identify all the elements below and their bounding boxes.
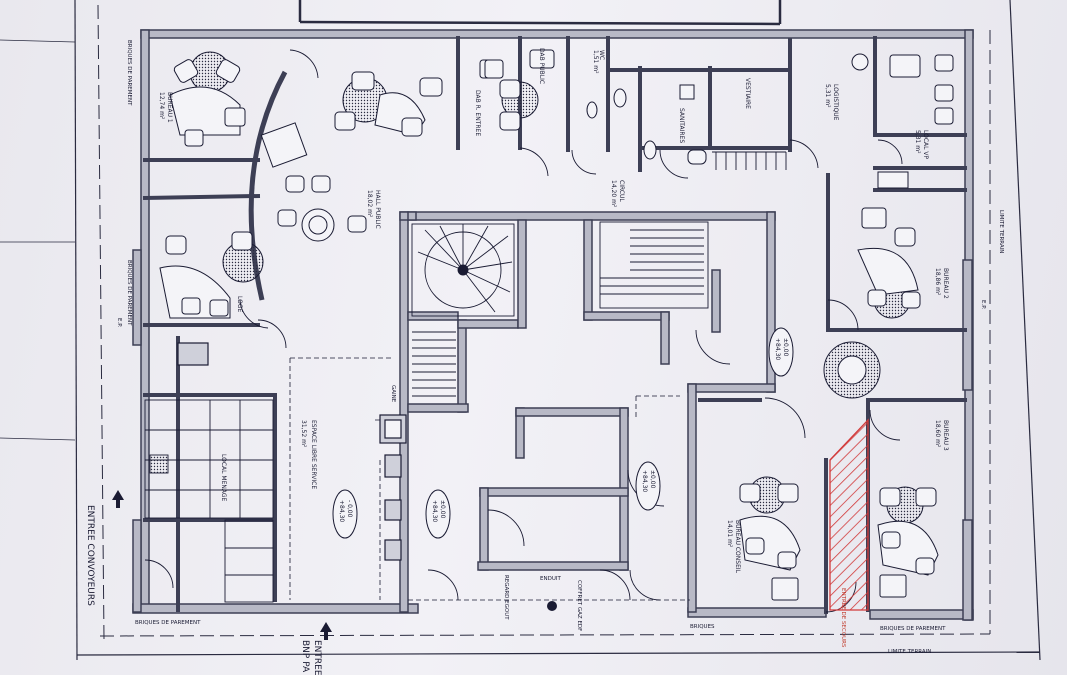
emergency-exit-hatch (829, 418, 869, 611)
level-l2-top: ±0,00 (439, 500, 446, 519)
cabinets (177, 342, 407, 561)
site-lines (0, 0, 1041, 661)
level-l2-bottom: +84,30 (431, 500, 438, 522)
label-enduit: ENDUIT (540, 576, 561, 582)
label-bnp: BNP PA (300, 640, 310, 673)
label-entree-secours: ENTREE DE SECOURS (840, 588, 846, 648)
label-bureau3: BUREAU 3 (942, 420, 949, 451)
label-local-vp: LOCAL VP (922, 130, 929, 160)
area-local-vp: 5,31 m² (914, 130, 921, 154)
workstation-bureau1 (169, 51, 246, 147)
area-logistique: 5,31 m² (824, 84, 831, 108)
area-hall-public: 18,02 m² (366, 190, 373, 218)
core-walls (399, 211, 776, 613)
label-dab-public: DAB PUBLIC (538, 48, 545, 84)
area-circul: 14,20 m² (610, 180, 617, 208)
label-circul: CIRCUL (618, 180, 625, 202)
label-loge: LOGE (236, 296, 243, 313)
arrow-entree-convoyeurs (112, 490, 124, 508)
workstation-hall (260, 71, 443, 242)
dashed-service-line (289, 357, 690, 601)
entrance-labels: ENTREE CONVOYEURS ENTREE BNP PA (85, 505, 322, 675)
label-coffret-gaz: COFFRET GAZ EDF (576, 580, 582, 631)
arrow-entree-public (320, 622, 332, 640)
straight-stair (412, 151, 787, 397)
workstation-bureau-conseil (739, 476, 801, 601)
label-briques-bottom-left: BRIQUES DE PAREMENT (135, 620, 201, 626)
label-entree-public: ENTREE (312, 640, 322, 675)
level-markers: - 0,00 +84,30 ±0,00 +84,30 ±0,00 +84,30 … (332, 327, 794, 539)
area-espace-libre-service: 31,52 m² (300, 420, 307, 448)
label-briques-bottom-mid: BRIQUES (690, 624, 715, 630)
exterior-walls (132, 29, 974, 621)
label-entree-convoyeurs: ENTREE CONVOYEURS (85, 505, 95, 606)
level-l3-bottom: +84,30 (641, 470, 648, 492)
room-labels: BUREAU 1 12,74 m² LOGE HALL PUBLIC 18,02… (158, 48, 949, 574)
regard-egout-symbol (547, 601, 557, 611)
level-l1-bottom: +84,30 (338, 500, 345, 522)
level-l3-top: ±0,00 (649, 470, 656, 489)
level-l4-bottom: +84,30 (774, 338, 781, 360)
workstation-bureau2 (823, 207, 921, 399)
label-wc: WC (598, 50, 605, 60)
area-bureau3: 18,60 m² (934, 420, 941, 448)
label-ep-right: E.P. (980, 300, 986, 310)
label-sanitaires: SANITAIRES (678, 108, 685, 143)
lockers-vestiaire (144, 399, 274, 603)
label-briques-top-left: BRIQUES DE PAREMENT (126, 40, 132, 106)
sanitary-fixtures (484, 59, 707, 165)
door-swings (144, 49, 903, 613)
spiral-stair (411, 223, 515, 317)
area-bureau2: 18,86 m² (934, 268, 941, 296)
label-bureau2: BUREAU 2 (942, 268, 949, 299)
label-regard-egout: REGARD EGOUT (503, 575, 509, 620)
level-l1-top: - 0,00 (346, 500, 353, 518)
area-bureau-conseil: 14,01 m² (726, 520, 733, 548)
label-hall-public: HALL PUBLIC (374, 190, 381, 229)
label-ep-left: E.P. (116, 318, 122, 328)
label-limite-terrain-bottom: LIMITE TERRAIN (888, 649, 931, 655)
area-bureau1: 12,74 m² (158, 92, 165, 120)
label-logistique: LOGISTIQUE (832, 84, 839, 121)
label-bureau1: BUREAU 1 (166, 92, 173, 123)
label-briques-left: BRIQUES DE PAREMENT (126, 260, 132, 326)
label-dab: DAB R. ENTREE (474, 90, 481, 136)
edge-labels: BRIQUES DE PAREMENT BRIQUES DE PAREMENT … (116, 40, 1004, 655)
label-limite-terrain-right: LIMITE TERRAIN (998, 210, 1004, 253)
area-wc: 1,51 m² (592, 50, 599, 74)
label-local-menage: LOCAL MENAGE (220, 454, 227, 502)
workstation-local-vp (851, 53, 954, 189)
level-l4-top: ±0,00 (782, 338, 789, 357)
workstation-loge (159, 231, 264, 319)
workstation-dab (479, 49, 555, 131)
label-vestiaire: VESTIAIRE (744, 78, 751, 109)
label-espace-libre-service: ESPACE LIBRE SERVICE (310, 420, 317, 489)
label-gaine: GAINE (390, 385, 396, 403)
workstation-bureau3 (877, 486, 939, 598)
label-briques-bottom-right: BRIQUES DE PAREMENT (880, 626, 946, 632)
label-bureau-conseil: BUREAU CONSEIL (734, 520, 741, 574)
